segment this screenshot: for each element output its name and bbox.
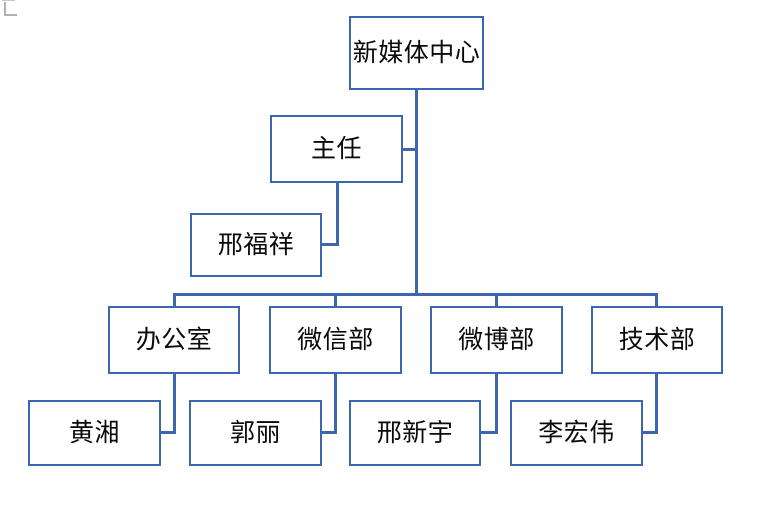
- org-node-label: 邢新宇: [376, 418, 454, 447]
- org-node-staff-3[interactable]: 邢新宇: [349, 400, 481, 466]
- connector-wechat-down: [334, 374, 337, 434]
- connector-root-to-trunk: [415, 90, 418, 295]
- connector-department-bus: [173, 293, 658, 296]
- org-node-dept-office[interactable]: 办公室: [108, 306, 240, 374]
- connector-wechat-to-staff2: [320, 431, 337, 434]
- connector-office-to-staff1: [159, 431, 176, 434]
- org-node-label: 微博部: [458, 325, 535, 354]
- org-node-staff-4[interactable]: 李宏伟: [510, 400, 643, 466]
- org-node-label: 技术部: [618, 325, 696, 354]
- org-node-label: 办公室: [135, 325, 213, 354]
- connector-director-to-trunk: [401, 148, 418, 151]
- org-node-staff-1[interactable]: 黄湘: [28, 400, 161, 466]
- page-corner-marker: [2, 0, 17, 16]
- connector-bus-to-weibo: [495, 293, 498, 307]
- connector-director-down: [336, 183, 339, 246]
- org-node-label: 郭丽: [229, 418, 281, 447]
- connector-bus-to-tech: [655, 293, 658, 307]
- org-node-director-name[interactable]: 邢福祥: [190, 213, 322, 277]
- org-node-label: 主任: [310, 134, 362, 163]
- connector-weibo-down: [495, 374, 498, 434]
- org-node-label: 黄湘: [68, 418, 120, 447]
- connector-weibo-to-staff3: [479, 431, 498, 434]
- connector-tech-down: [655, 374, 658, 434]
- connector-bus-to-wechat: [334, 293, 337, 307]
- connector-office-down: [173, 374, 176, 434]
- connector-director-to-name: [320, 243, 339, 246]
- org-node-staff-2[interactable]: 郭丽: [189, 400, 322, 466]
- org-node-label: 微信部: [297, 325, 374, 354]
- org-node-dept-weibo[interactable]: 微博部: [430, 306, 563, 374]
- org-node-dept-tech[interactable]: 技术部: [591, 306, 723, 374]
- org-node-director[interactable]: 主任: [270, 115, 403, 183]
- connector-bus-to-office: [173, 293, 176, 307]
- connector-tech-to-staff4: [641, 431, 658, 434]
- org-node-root[interactable]: 新媒体中心: [349, 16, 484, 90]
- org-node-label: 李宏伟: [538, 418, 615, 447]
- org-node-label: 新媒体中心: [352, 38, 481, 67]
- org-node-label: 邢福祥: [217, 230, 295, 259]
- org-node-dept-wechat[interactable]: 微信部: [269, 306, 402, 374]
